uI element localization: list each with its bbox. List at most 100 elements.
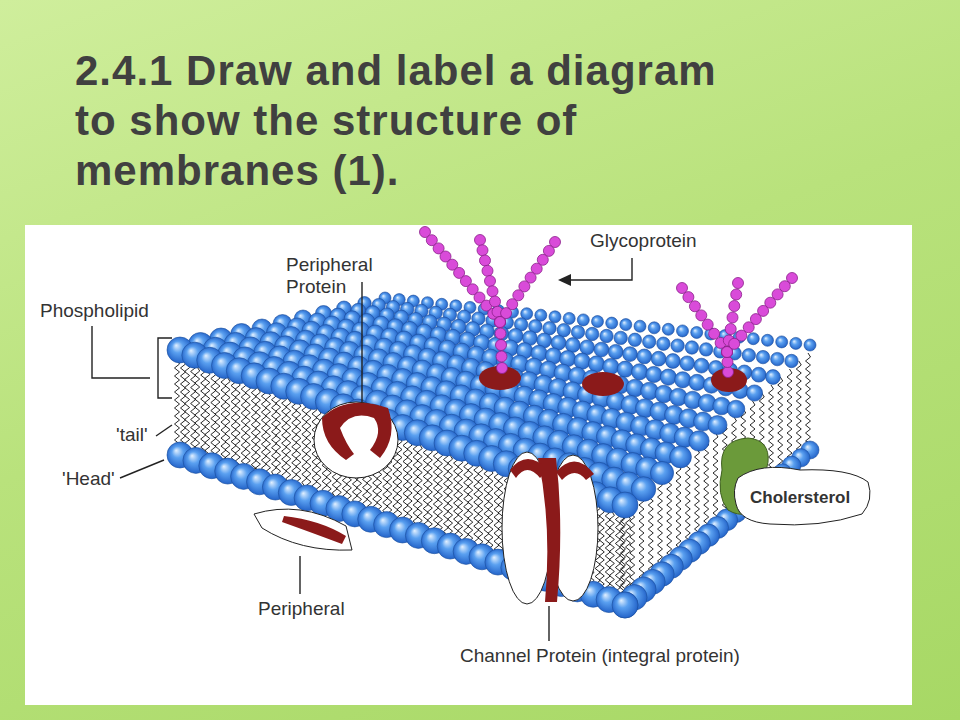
lipid-tail — [621, 513, 626, 597]
phospholipid-head — [689, 431, 709, 451]
phospholipid-head — [600, 329, 613, 342]
cholesterol-shape — [734, 467, 870, 525]
lipid-tail — [407, 441, 412, 523]
phospholipid-head — [699, 343, 712, 356]
phospholipid-head — [751, 367, 766, 382]
sugar-unit — [495, 317, 506, 328]
lipid-tail — [211, 371, 216, 456]
leader-lines — [92, 258, 632, 641]
phospholipid-head — [623, 347, 638, 362]
phospholipid-head — [776, 336, 788, 348]
sugar-unit — [477, 245, 488, 256]
part-label: Peripheral Protein — [286, 254, 401, 298]
phospholipid-head — [617, 361, 633, 377]
lipid-tail — [704, 441, 709, 527]
lipid-tail — [255, 388, 260, 472]
sugar-unit — [731, 289, 742, 300]
sugar-unit — [485, 276, 496, 287]
lipid-tail — [272, 392, 277, 476]
lipid-tail — [417, 445, 422, 527]
phospholipid-head — [577, 314, 589, 326]
phospholipid-head — [790, 337, 802, 349]
phospholipid-head — [766, 370, 781, 385]
part-label: Phospholipid — [40, 300, 149, 322]
lipid-tail — [695, 449, 700, 535]
peripheral-protein-accent — [282, 516, 346, 544]
sugar-unit — [475, 235, 486, 246]
proteins — [254, 366, 870, 604]
phospholipid-head — [685, 341, 698, 354]
sugar-unit — [723, 367, 734, 378]
phospholipid-head — [565, 338, 580, 353]
lipid-tail — [175, 360, 180, 445]
channel-protein-accent — [510, 459, 548, 478]
lipid-tail — [251, 385, 256, 469]
lipid-tail — [806, 353, 811, 442]
phospholipid-head — [580, 340, 595, 355]
phospholipid-head — [785, 354, 798, 367]
phospholipid-head — [643, 335, 656, 348]
leader-line — [120, 460, 164, 478]
sugar-unit — [490, 296, 501, 307]
phospholipid-head — [660, 369, 676, 385]
lipid-tail — [276, 395, 281, 479]
phospholipid-head — [680, 356, 695, 371]
sugar-unit — [722, 347, 733, 358]
phospholipid-head — [675, 372, 691, 388]
lipid-tail — [195, 367, 200, 452]
part-label: Cholersterol — [750, 487, 850, 509]
bilayer — [167, 292, 819, 618]
lipid-tail — [191, 364, 196, 449]
phospholipid-head — [608, 344, 623, 359]
lipid-tail — [282, 395, 287, 479]
peripheral-protein — [254, 509, 352, 550]
lipid-tail — [413, 441, 418, 523]
sugar-unit — [480, 255, 491, 266]
phospholipid-head — [612, 492, 638, 518]
lipid-tail — [286, 399, 291, 483]
phospholipid-head — [804, 339, 816, 351]
sugar-unit — [722, 347, 733, 358]
sugar-unit — [722, 347, 733, 358]
membrane-face — [180, 350, 625, 605]
phospholipid-head — [592, 316, 604, 328]
lipid-tail — [796, 361, 801, 450]
sugar-unit — [696, 310, 707, 321]
phospholipid-head — [594, 342, 609, 357]
part-label: 'Head' — [62, 468, 115, 490]
lipid-tail — [261, 388, 266, 472]
leader-line — [361, 282, 362, 402]
lipid-tail — [609, 511, 614, 591]
lipid-tail — [185, 364, 190, 449]
phospholipid-head — [662, 323, 674, 335]
slide-title: 2.4.1 Draw and label a diagram to show t… — [75, 46, 745, 196]
phospholipid-head — [691, 327, 703, 339]
channel-protein-accent — [538, 458, 560, 602]
lipid-tail — [448, 455, 453, 537]
phospholipid-head — [694, 358, 709, 373]
sugar-unit — [495, 317, 506, 328]
phospholipid-head — [671, 339, 684, 352]
lipid-tail — [292, 399, 297, 483]
lipid-tail — [266, 392, 271, 476]
sugar-unit — [727, 312, 738, 323]
lipid-tail — [437, 452, 442, 534]
lipid-tail — [225, 378, 230, 462]
phospholipid-head — [628, 333, 641, 346]
lipid-tail — [630, 505, 635, 589]
part-label: Peripheral — [258, 598, 345, 620]
sugar-unit — [725, 324, 736, 335]
lipid-tail — [215, 374, 220, 459]
lipid-tail — [658, 481, 663, 566]
channel-protein-accent — [556, 461, 594, 480]
phospholipid-head — [648, 322, 660, 334]
lipid-tail — [443, 452, 448, 534]
leader-line — [156, 425, 172, 436]
peripheral-protein — [314, 402, 398, 478]
phospholipid-head — [612, 592, 638, 618]
lipid-tail — [478, 466, 483, 548]
phospholipid-head — [670, 446, 692, 468]
leader-line — [548, 606, 549, 641]
part-label: Glycoprotein — [590, 230, 697, 252]
phospholipid-head — [571, 325, 584, 338]
